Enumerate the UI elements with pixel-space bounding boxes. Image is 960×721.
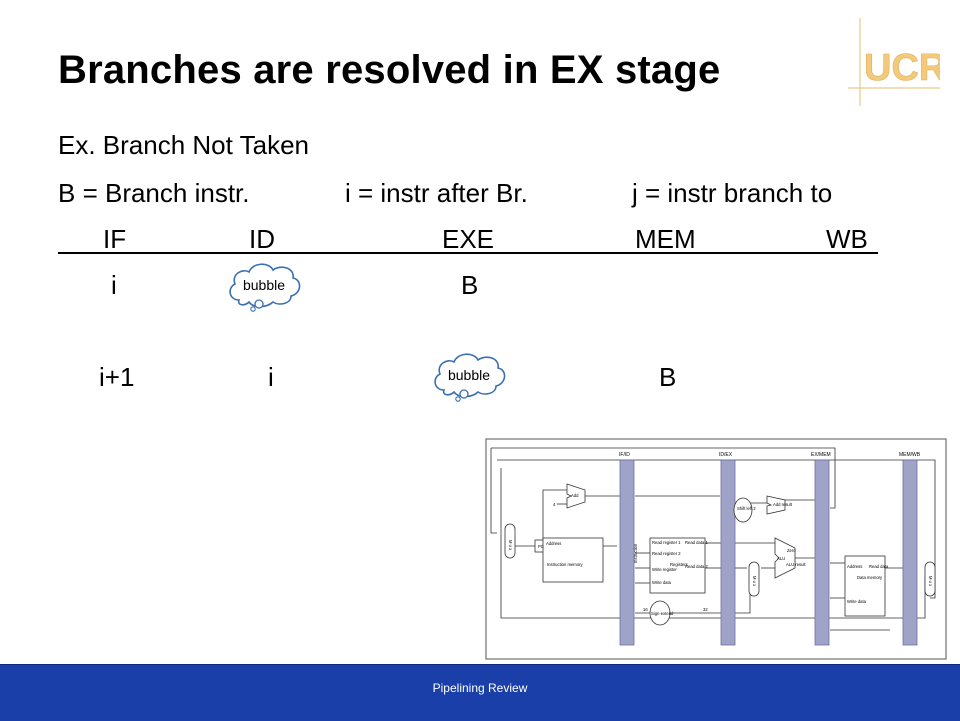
legend-branch: B = Branch instr. [58,178,250,208]
legend-instr-after: i = instr after Br. [345,178,528,208]
n32-label: 32 [703,607,708,612]
row2-mem-cell: B [659,362,677,392]
row2-id-cell: i [268,362,274,392]
stage-wb: WB [826,224,868,254]
read-reg1-label: Read register 1 [652,540,681,545]
add-label: Add [571,493,579,498]
data-memory-label: Data memory [857,575,883,580]
add-result-label: Add result [773,502,793,507]
n16-label: 16 [643,607,648,612]
alu-label: ALU [777,556,785,561]
pipeline-datapath-diagram: IF/ID ID/EX EX/MEM MEM/WB Add Add result… [485,438,947,660]
read-data1-label: Read data 1 [685,540,708,545]
slide-title: Branches are resolved in EX stage [58,48,721,92]
mux2-label: M u x [752,576,757,587]
dm-write-data-label: Write data [847,599,867,604]
if-id-label: IF/ID [619,452,630,458]
instruction-memory-label: Instruction memory [547,562,584,567]
address-label: Address [546,541,561,546]
data-address-label: Address [847,564,862,569]
shift-label: Shift left 2 [737,506,756,511]
alu-result-label: ALU result [786,562,806,567]
read-data-label: Read data [869,564,889,569]
registers-label: Registers [670,562,688,567]
read-data2-label: Read data 2 [685,564,708,569]
stage-id: ID [249,224,275,254]
row1-bubble-cloud: bubble [229,263,301,312]
row2-bubble-label: bubble [448,367,490,383]
mem-wb-label: MEM/WB [899,452,921,458]
mux1-label: M u x [508,540,513,551]
ucr-logo: UCR [848,18,940,106]
stage-if: IF [103,224,127,254]
instruction-label: Instruction [633,543,638,563]
row1-exe-cell: B [461,270,479,300]
row2-bubble-cloud: bubble [434,353,506,402]
id-ex-label: ID/EX [719,452,733,458]
legend-branch-target: j = instr branch to [632,178,833,208]
pc-label: PC [538,544,544,549]
pipeline-registers [619,459,918,646]
row1-if-cell: i [111,270,117,300]
sign-extend-label: Sign-extend [651,611,674,616]
write-reg-label: Write register [652,567,677,572]
row2-if-cell: i+1 [99,362,135,392]
footer-bar: Pipelining Review [0,664,960,721]
read-reg2-label: Read register 2 [652,551,681,556]
logo-text: UCR [864,47,940,89]
example-line: Ex. Branch Not Taken [58,130,309,160]
stage-exe: EXE [442,224,495,254]
ex-mem-label: EX/MEM [811,452,831,458]
write-data-label: Write data [652,580,672,585]
row1-bubble-label: bubble [243,277,285,293]
stage-header-underline [58,252,878,254]
four-label: 4 [553,502,556,507]
stage-mem: MEM [635,224,696,254]
footer-text: Pipelining Review [432,681,528,695]
zero-label: Zero [787,548,796,553]
mux3-label: M u x [928,576,933,587]
